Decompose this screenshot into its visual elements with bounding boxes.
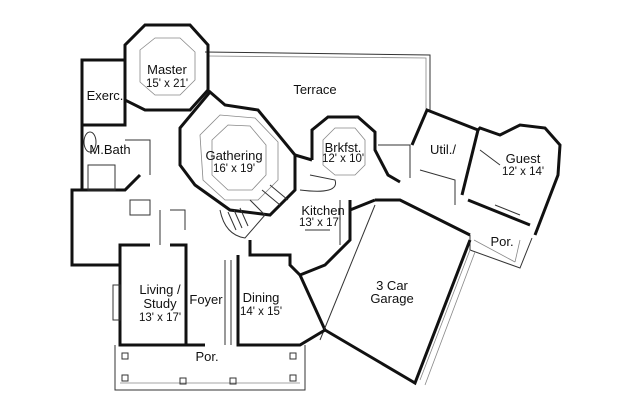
label-study: Study — [143, 296, 177, 311]
front-porch — [114, 345, 306, 391]
label-front-porch: Por. — [195, 349, 218, 364]
size-guest: 12' x 14' — [502, 166, 544, 178]
terrace-outline — [204, 51, 431, 112]
guest-wing-walls — [375, 108, 562, 237]
label-foyer: Foyer — [189, 292, 223, 307]
size-dining: 14' x 15' — [240, 306, 282, 318]
label-guest: Guest — [506, 151, 541, 166]
living-study-walls — [112, 209, 188, 347]
label-breakfast: Brkfst. — [325, 140, 362, 155]
label-garage-2: Garage — [370, 291, 413, 306]
label-side-porch: Por. — [490, 234, 513, 249]
label-terrace: Terrace — [293, 82, 336, 97]
size-gathering: 16' x 19' — [213, 163, 255, 175]
label-master: Master — [147, 62, 187, 77]
label-utility: Util./ — [430, 142, 456, 157]
label-master-bath: M.Bath — [89, 142, 130, 157]
size-living-study: 13' x 17' — [139, 312, 181, 324]
bath-wing-walls — [70, 58, 151, 267]
kitchen-walls — [248, 153, 352, 277]
label-dining: Dining — [243, 290, 280, 305]
label-living: Living / — [139, 282, 181, 297]
size-breakfast: 12' x 10' — [322, 153, 364, 165]
garage-walls — [298, 198, 476, 386]
foyer-dining-walls — [186, 255, 326, 347]
label-kitchen: Kitchen — [301, 203, 344, 218]
gathering-walls — [178, 89, 297, 217]
label-gathering: Gathering — [205, 148, 262, 163]
label-garage: 3 Car — [376, 278, 408, 293]
size-master: 15' x 21' — [146, 78, 188, 90]
stair — [219, 184, 289, 239]
size-kitchen: 13' x 17' — [299, 217, 341, 229]
label-exercise: Exerc. — [87, 88, 124, 103]
master-walls — [123, 23, 210, 112]
breakfast-walls — [310, 115, 411, 184]
